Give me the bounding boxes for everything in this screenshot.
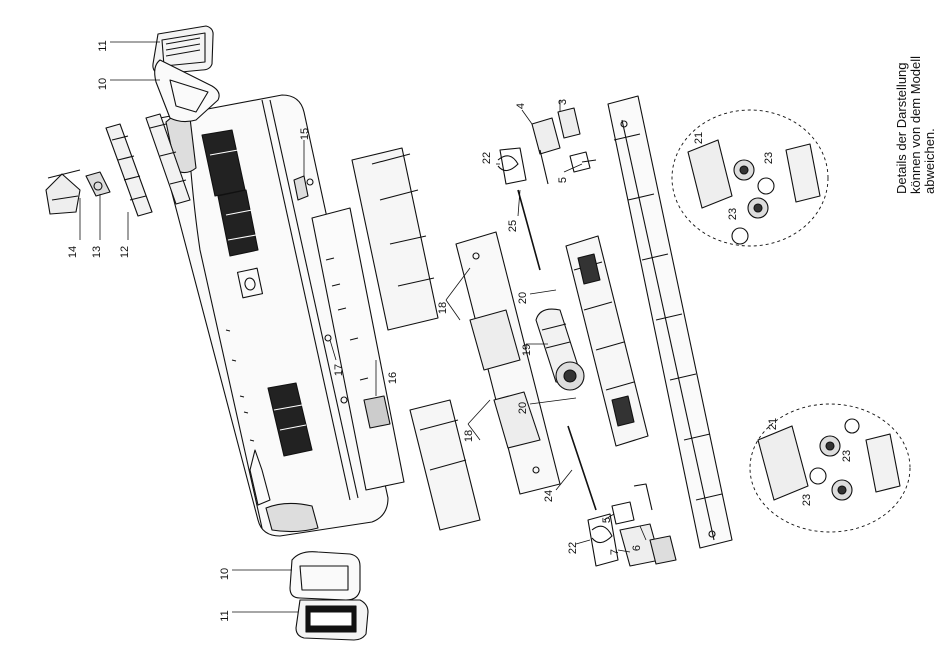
- disclaimer-line-1: Details der Darstellung: [894, 62, 909, 194]
- label-23-d: 23: [801, 494, 813, 506]
- label-10-top: 10: [97, 78, 109, 90]
- label-24: 24: [543, 490, 555, 502]
- label-15: 15: [299, 128, 311, 140]
- label-10-bottom: 10: [219, 568, 231, 580]
- brackets-top: [532, 108, 596, 184]
- label-5-top: 5: [557, 177, 569, 183]
- disclaimer-line-2: können von dem Modell: [908, 56, 923, 194]
- label-23-b: 23: [727, 208, 739, 220]
- label-23-a: 23: [763, 152, 775, 164]
- motor: [536, 309, 584, 390]
- label-7: 7: [609, 549, 621, 555]
- label-18-bottom: 18: [463, 430, 475, 442]
- label-6: 6: [631, 545, 643, 551]
- disclaimer-svg: Details der Darstellung können von dem M…: [896, 4, 942, 304]
- label-4: 4: [515, 103, 527, 109]
- lower-frame: [566, 236, 648, 446]
- label-19: 19: [521, 344, 533, 356]
- label-16: 16: [387, 372, 399, 384]
- label-17: 17: [333, 364, 345, 376]
- label-21-top: 21: [693, 132, 705, 144]
- label-12: 12: [119, 246, 131, 258]
- chassis-weight: [456, 232, 560, 494]
- label-18-top: 18: [437, 302, 449, 314]
- disclaimer-note: Details der Darstellung können von dem M…: [896, 4, 942, 304]
- cab-end-top: [153, 26, 219, 122]
- label-5-bottom: 5: [601, 517, 613, 523]
- brackets-bottom: [612, 484, 676, 566]
- bogie-detail-top: [672, 110, 828, 246]
- label-3: 3: [557, 99, 569, 105]
- label-11-top: 11: [97, 40, 109, 51]
- label-22-bottom: 22: [567, 542, 579, 554]
- label-14: 14: [67, 246, 79, 258]
- label-13: 13: [91, 246, 103, 258]
- label-11-bottom: 11: [219, 610, 231, 621]
- label-23-c: 23: [841, 450, 853, 462]
- label-20-top: 20: [517, 292, 529, 304]
- disclaimer-line-3: abweichen.: [922, 128, 937, 194]
- label-21-bottom: 21: [767, 418, 779, 430]
- label-25: 25: [507, 220, 519, 232]
- cab-end-bottom: [290, 552, 368, 640]
- label-22-top: 22: [481, 152, 493, 164]
- label-20-bottom: 20: [517, 402, 529, 414]
